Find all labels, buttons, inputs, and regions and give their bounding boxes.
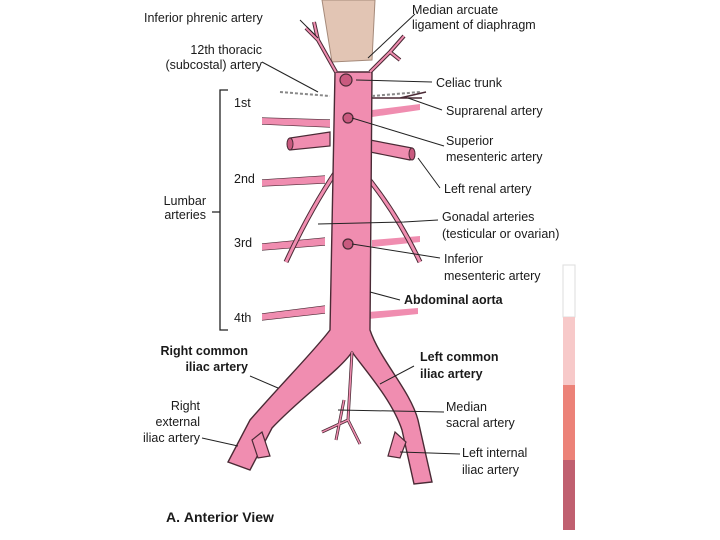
label-inferior-mesenteric-1: Inferior	[444, 252, 483, 266]
label-right-common-iliac-2: iliac artery	[185, 360, 248, 374]
label-gonadal-1: Gonadal arteries	[442, 210, 535, 224]
label-left-internal-iliac-2: iliac artery	[462, 463, 519, 477]
lumbar-bracket	[212, 89, 228, 331]
label-12th-thoracic-1: 12th thoracic	[190, 43, 262, 57]
label-lumbar-4th: 4th	[234, 311, 252, 325]
label-inferior-mesenteric-2: mesenteric artery	[444, 269, 541, 283]
label-superior-mesenteric-1: Superior	[446, 134, 494, 148]
label-superior-mesenteric-2: mesenteric artery	[446, 150, 543, 164]
left-internal-iliac	[387, 430, 407, 459]
label-median-sacral-1: Median	[446, 400, 487, 414]
label-lumbar-2: arteries	[164, 208, 206, 222]
label-median-arcuate-1: Median arcuate	[412, 3, 499, 17]
label-left-common-iliac-2: iliac artery	[420, 367, 483, 381]
left-renal-artery	[369, 139, 413, 161]
view-title: Anterior View	[183, 509, 274, 525]
ima-origin	[342, 238, 354, 250]
right-renal-artery	[289, 131, 331, 151]
label-abdominal-aorta: Abdominal aorta	[404, 293, 503, 307]
right-internal-iliac	[251, 430, 271, 459]
label-right-external-iliac-3: iliac artery	[143, 431, 200, 445]
view-letter: A.	[166, 509, 180, 525]
label-right-external-iliac-2: external	[155, 415, 200, 429]
label-suprarenal: Suprarenal artery	[446, 104, 543, 118]
label-left-common-iliac-1: Left common	[420, 350, 499, 364]
label-median-arcuate-2: ligament of diaphragm	[412, 18, 536, 32]
label-lumbar-1st: 1st	[234, 96, 251, 110]
label-12th-thoracic-2: (subcostal) artery	[165, 58, 262, 72]
label-left-internal-iliac-1: Left internal	[462, 446, 528, 460]
sma-origin	[342, 112, 354, 124]
median-arcuate-ligament	[321, 0, 376, 63]
label-median-sacral-2: sacral artery	[446, 416, 515, 430]
label-celiac-trunk: Celiac trunk	[436, 76, 502, 90]
label-gonadal-2: (testicular or ovarian)	[442, 227, 560, 241]
label-lumbar-3rd: 3rd	[234, 236, 253, 250]
leader-lines	[201, 13, 461, 455]
view-caption: A. Anterior View	[166, 510, 274, 524]
label-inferior-phrenic: Inferior phrenic artery	[144, 11, 263, 25]
label-right-external-iliac-1: Right	[170, 399, 200, 413]
label-lumbar-2nd: 2nd	[234, 172, 255, 186]
celiac-trunk-origin	[339, 73, 353, 87]
label-lumbar-1: Lumbar	[163, 194, 206, 208]
label-right-common-iliac-1: Right common	[160, 344, 249, 358]
suprarenal-artery	[372, 91, 427, 99]
subcostal-arteries	[279, 91, 421, 97]
label-left-renal: Left renal artery	[444, 182, 532, 196]
side-color-bar	[562, 264, 576, 530]
